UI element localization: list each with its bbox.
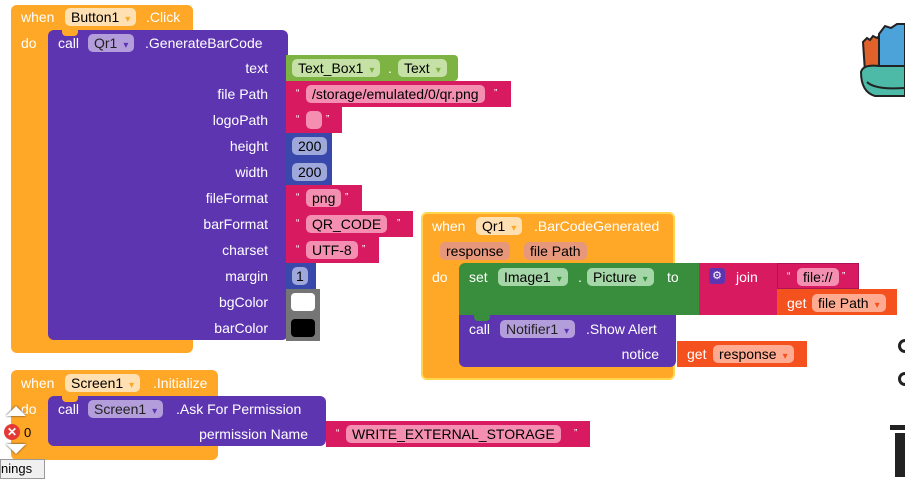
quote-open: “ (296, 192, 300, 203)
error-icon[interactable]: ✕ (4, 424, 20, 440)
param-label-width: width (235, 164, 268, 180)
quote-open: “ (296, 218, 300, 229)
param-label-text: text (245, 60, 268, 76)
warning-down-arrow-icon[interactable] (6, 444, 26, 454)
variable-dropdown-response[interactable]: response (713, 345, 794, 363)
quote-close: ” (574, 428, 578, 439)
when-keyword: when (21, 375, 55, 391)
dot-separator: . (388, 60, 392, 76)
set-keyword: set (469, 269, 488, 285)
component-dropdown-screen1[interactable]: Screen1 (88, 400, 164, 418)
color-swatch-white[interactable] (291, 293, 315, 311)
text-field-charset[interactable]: UTF-8 (306, 241, 358, 259)
warnings-toggle-label: nings (1, 461, 33, 476)
param-label-bg-color: bgColor (218, 294, 268, 310)
component-dropdown-screen1[interactable]: Screen1 (65, 374, 141, 392)
param-file-path[interactable]: file Path (524, 242, 587, 260)
component-dropdown-button1[interactable]: Button1 (65, 8, 137, 26)
number-field-height[interactable]: 200 (292, 137, 328, 155)
get-keyword: get (687, 346, 707, 362)
to-keyword: to (667, 269, 679, 285)
call-block-generate-barcode[interactable] (48, 30, 288, 340)
error-count: 0 (24, 425, 32, 440)
dot-separator: . (578, 269, 582, 285)
do-keyword: do (432, 269, 448, 285)
quote-open: “ (787, 271, 791, 282)
quote-open: “ (336, 428, 340, 439)
zoom-control-icon[interactable] (898, 372, 905, 386)
backpack-icon[interactable] (855, 12, 905, 102)
gear-icon[interactable]: ⚙ (709, 268, 725, 284)
quote-close: ” (397, 218, 401, 229)
call-keyword: call (58, 35, 80, 51)
color-swatch-black[interactable] (291, 319, 315, 337)
quote-open: “ (296, 114, 300, 125)
component-dropdown-notifier1[interactable]: Notifier1 (500, 320, 576, 338)
warning-up-arrow-icon[interactable] (6, 406, 26, 416)
text-field-file-format[interactable]: png (306, 189, 342, 207)
call-keyword: call (58, 401, 80, 417)
quote-close: ” (362, 244, 366, 255)
get-keyword: get (787, 295, 807, 311)
quote-close: ” (326, 114, 330, 125)
property-dropdown-picture[interactable]: Picture (587, 268, 654, 286)
when-keyword: when (432, 218, 466, 234)
param-label-margin: margin (225, 268, 268, 284)
trash-can-icon[interactable] (890, 425, 905, 477)
number-field-margin[interactable]: 1 (292, 267, 308, 285)
param-label-notice: notice (621, 346, 659, 362)
quote-open: “ (296, 244, 300, 255)
param-label-height: height (229, 138, 268, 154)
when-keyword: when (21, 9, 55, 25)
param-label-permission-name: permission Name (199, 426, 308, 442)
call-keyword: call (469, 321, 491, 337)
param-label-file-path: file Path (217, 86, 268, 102)
param-label-charset: charset (222, 242, 268, 258)
number-field-width[interactable]: 200 (292, 163, 328, 181)
param-label-file-format: fileFormat (205, 190, 268, 206)
quote-close: ” (345, 192, 349, 203)
component-dropdown-qr1[interactable]: Qr1 (476, 217, 523, 235)
method-name: .Show Alert (586, 321, 657, 337)
join-label: join (736, 269, 758, 285)
text-field-permission[interactable]: WRITE_EXTERNAL_STORAGE (346, 425, 561, 443)
quote-close: ” (494, 88, 498, 99)
event-name: .Click (146, 9, 181, 25)
param-response[interactable]: response (440, 242, 510, 260)
quote-open: “ (296, 88, 300, 99)
param-label-bar-format: barFormat (203, 216, 268, 232)
text-field-file-prefix[interactable]: file:// (797, 268, 839, 286)
component-dropdown-text-box1[interactable]: Text_Box1 (292, 59, 381, 77)
param-label-logo-path: logoPath (212, 112, 268, 128)
variable-dropdown-file-path[interactable]: file Path (812, 294, 886, 312)
event-name: .BarCodeGenerated (534, 218, 660, 234)
method-name: .GenerateBarCode (145, 35, 263, 51)
quote-close: ” (842, 271, 846, 282)
zoom-control-icon[interactable] (898, 339, 905, 353)
show-warnings-toggle[interactable]: nings (0, 459, 45, 479)
param-label-bar-color: barColor (214, 320, 268, 336)
property-dropdown-text[interactable]: Text (398, 59, 447, 77)
component-dropdown-qr1[interactable]: Qr1 (88, 34, 135, 52)
text-field-logo-path[interactable] (306, 111, 322, 129)
method-name: .Ask For Permission (176, 401, 302, 417)
text-field-bar-format[interactable]: QR_CODE (306, 215, 388, 233)
do-keyword: do (21, 35, 37, 51)
text-field-file-path[interactable]: /storage/emulated/0/qr.png (306, 85, 485, 103)
component-dropdown-image1[interactable]: Image1 (498, 268, 568, 286)
event-name: .Initialize (153, 375, 208, 391)
